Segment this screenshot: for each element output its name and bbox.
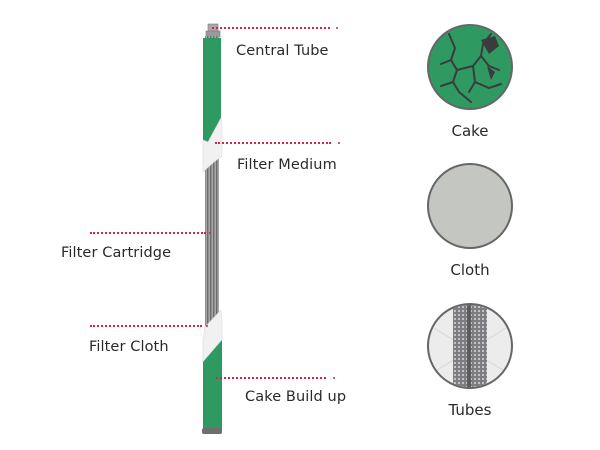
cartridge-svg	[202, 23, 223, 434]
filter-medium-label: Filter Medium	[237, 157, 337, 173]
upper-cloth-layer	[202, 117, 223, 173]
cloth-swatch: Cloth	[425, 163, 515, 279]
tubes-swatch: Tubes	[425, 303, 515, 419]
filter-cloth-leader	[90, 325, 202, 327]
lower-cake-layer	[203, 340, 222, 430]
cake-swatch-label: Cake	[451, 122, 489, 140]
tubes-swatch-circle	[427, 303, 513, 389]
central-tube-leader	[212, 27, 330, 29]
cloth-swatch-label: Cloth	[450, 261, 490, 279]
filter-medium-leader-end	[338, 142, 340, 144]
cake-build-up-leader	[216, 377, 326, 379]
filter-medium-leader	[215, 142, 331, 144]
filter-cloth-leader-end	[206, 325, 208, 327]
filter-cartridge-label: Filter Cartridge	[61, 245, 172, 261]
perforated-tubes-icon	[429, 305, 511, 387]
cake-build-up-leader-end	[333, 377, 335, 379]
bottom-cap	[202, 428, 222, 434]
central-tube-leader-end	[336, 27, 338, 29]
filter-cartridge-illustration	[198, 22, 224, 442]
filter-cartridge-leader-end	[209, 232, 211, 234]
central-tube-label: Central Tube	[236, 43, 329, 59]
filter-cloth-label: Filter Cloth	[89, 339, 169, 355]
filter-cartridge-leader	[90, 232, 206, 234]
upper-cake-layer	[203, 38, 221, 142]
cake-swatch: Cake	[425, 24, 515, 140]
cloth-swatch-circle	[427, 163, 513, 249]
cake-build-up-label: Cake Build up	[245, 389, 347, 405]
tubes-swatch-label: Tubes	[448, 401, 492, 419]
cake-swatch-circle	[427, 24, 513, 110]
cake-cracks-icon	[440, 33, 502, 103]
